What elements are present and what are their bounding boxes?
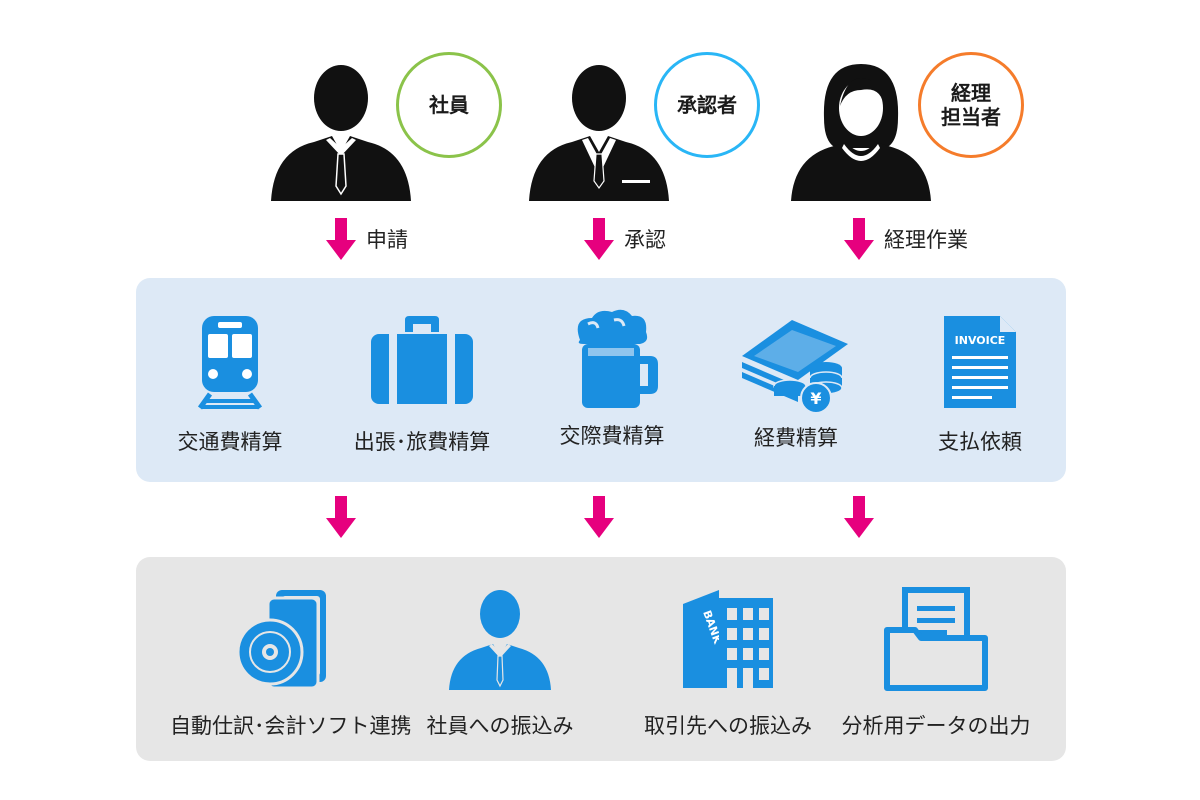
- expense-label: 交通費精算: [177, 430, 283, 454]
- role-circle-employee: 社員: [396, 52, 502, 158]
- down-arrow-icon: [844, 218, 874, 260]
- suitcase-icon: [371, 316, 473, 404]
- role-circle-accountant: 経理 担当者: [918, 52, 1024, 158]
- output-item-employee-transfer: 社員への振込み: [400, 584, 600, 740]
- folder-document-icon: [884, 587, 988, 691]
- invoice-icon: INVOICE: [944, 316, 1016, 408]
- employee-person-icon: [266, 56, 416, 206]
- expense-item-payment-request: INVOICE 支払依頼: [880, 312, 1080, 456]
- output-item-vendor-transfer: BANK 取引先への振込み: [618, 584, 838, 740]
- action-label-approve: 承認: [624, 228, 666, 252]
- expense-item-travel: 出張･旅費精算: [322, 312, 522, 456]
- svg-text:INVOICE: INVOICE: [955, 334, 1006, 347]
- output-item-analytics-data: 分析用データの出力: [826, 584, 1046, 740]
- bank-icon: BANK: [683, 590, 773, 688]
- output-label: 自動仕訳･会計ソフト連携: [170, 714, 412, 738]
- down-arrow-icon: [326, 218, 356, 260]
- action-label-accounting: 経理作業: [884, 228, 968, 252]
- employee-icon: [449, 590, 551, 690]
- svg-text:¥: ¥: [810, 389, 821, 408]
- down-arrow-icon: [326, 496, 356, 538]
- expense-label: 出張･旅費精算: [353, 430, 491, 454]
- expense-item-general: ¥ 経費精算: [696, 306, 896, 452]
- action-label-apply: 申請: [366, 228, 408, 252]
- output-label: 社員への振込み: [426, 714, 574, 738]
- expense-label: 経費精算: [754, 426, 838, 450]
- output-label: 分析用データの出力: [841, 714, 1031, 738]
- down-arrow-icon: [584, 218, 614, 260]
- expense-label: 交際費精算: [559, 424, 665, 448]
- down-arrow-icon: [584, 496, 614, 538]
- train-icon: [197, 316, 263, 410]
- role-circle-approver: 承認者: [654, 52, 760, 158]
- money-icon: ¥: [742, 320, 848, 414]
- output-label: 取引先への振込み: [644, 714, 812, 738]
- beer-icon: [577, 309, 658, 408]
- output-item-accounting-software: 自動仕訳･会計ソフト連携: [170, 584, 412, 740]
- approver-person-icon: [524, 56, 674, 206]
- down-arrow-icon: [844, 496, 874, 538]
- software-disc-icon: [236, 590, 326, 690]
- expense-item-transport: 交通費精算: [130, 312, 330, 456]
- expense-label: 支払依頼: [938, 430, 1022, 454]
- accountant-person-icon: [786, 56, 936, 206]
- expense-item-entertainment: 交際費精算: [512, 306, 712, 450]
